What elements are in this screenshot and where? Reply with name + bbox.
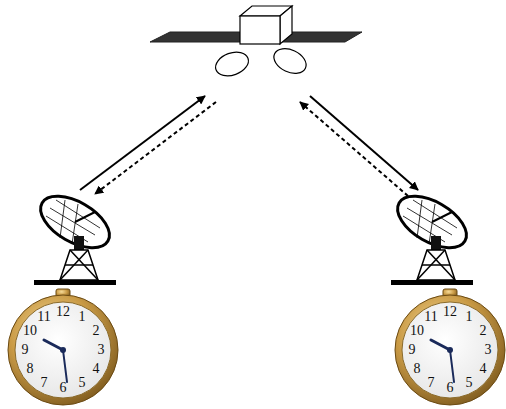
clock-number: 8 [414, 362, 421, 376]
clock-number: 9 [409, 343, 416, 357]
clock-number: 12 [56, 305, 70, 319]
clock-number: 2 [92, 324, 99, 338]
clock-number: 5 [466, 376, 473, 390]
clock-number: 2 [479, 324, 486, 338]
clock-number: 11 [37, 310, 50, 324]
clock-number: 7 [428, 376, 435, 390]
clock-number: 7 [41, 376, 48, 390]
clock-number: 10 [23, 324, 37, 338]
clock-number: 1 [79, 310, 86, 324]
clock-number: 4 [92, 362, 99, 376]
satellite [150, 6, 362, 80]
antenna-beam [270, 44, 310, 78]
clock-number: 1 [466, 310, 473, 324]
clock-number: 12 [443, 305, 457, 319]
dish-antenna [389, 186, 475, 285]
clock-number: 6 [447, 381, 454, 395]
clock-number: 8 [27, 362, 34, 376]
clock-number: 9 [22, 343, 29, 357]
clock-number: 3 [98, 343, 105, 357]
clock-number: 10 [410, 324, 424, 338]
clock-number: 6 [60, 381, 67, 395]
pocket-watch [8, 289, 118, 405]
pocket-watch [395, 289, 505, 405]
clock-number: 4 [479, 362, 486, 376]
signal-arrows [80, 96, 418, 196]
dish-antenna [32, 186, 118, 285]
clock-number: 11 [424, 310, 437, 324]
clock-number: 3 [485, 343, 492, 357]
clock-number: 5 [79, 376, 86, 390]
antenna-beam [212, 48, 251, 80]
